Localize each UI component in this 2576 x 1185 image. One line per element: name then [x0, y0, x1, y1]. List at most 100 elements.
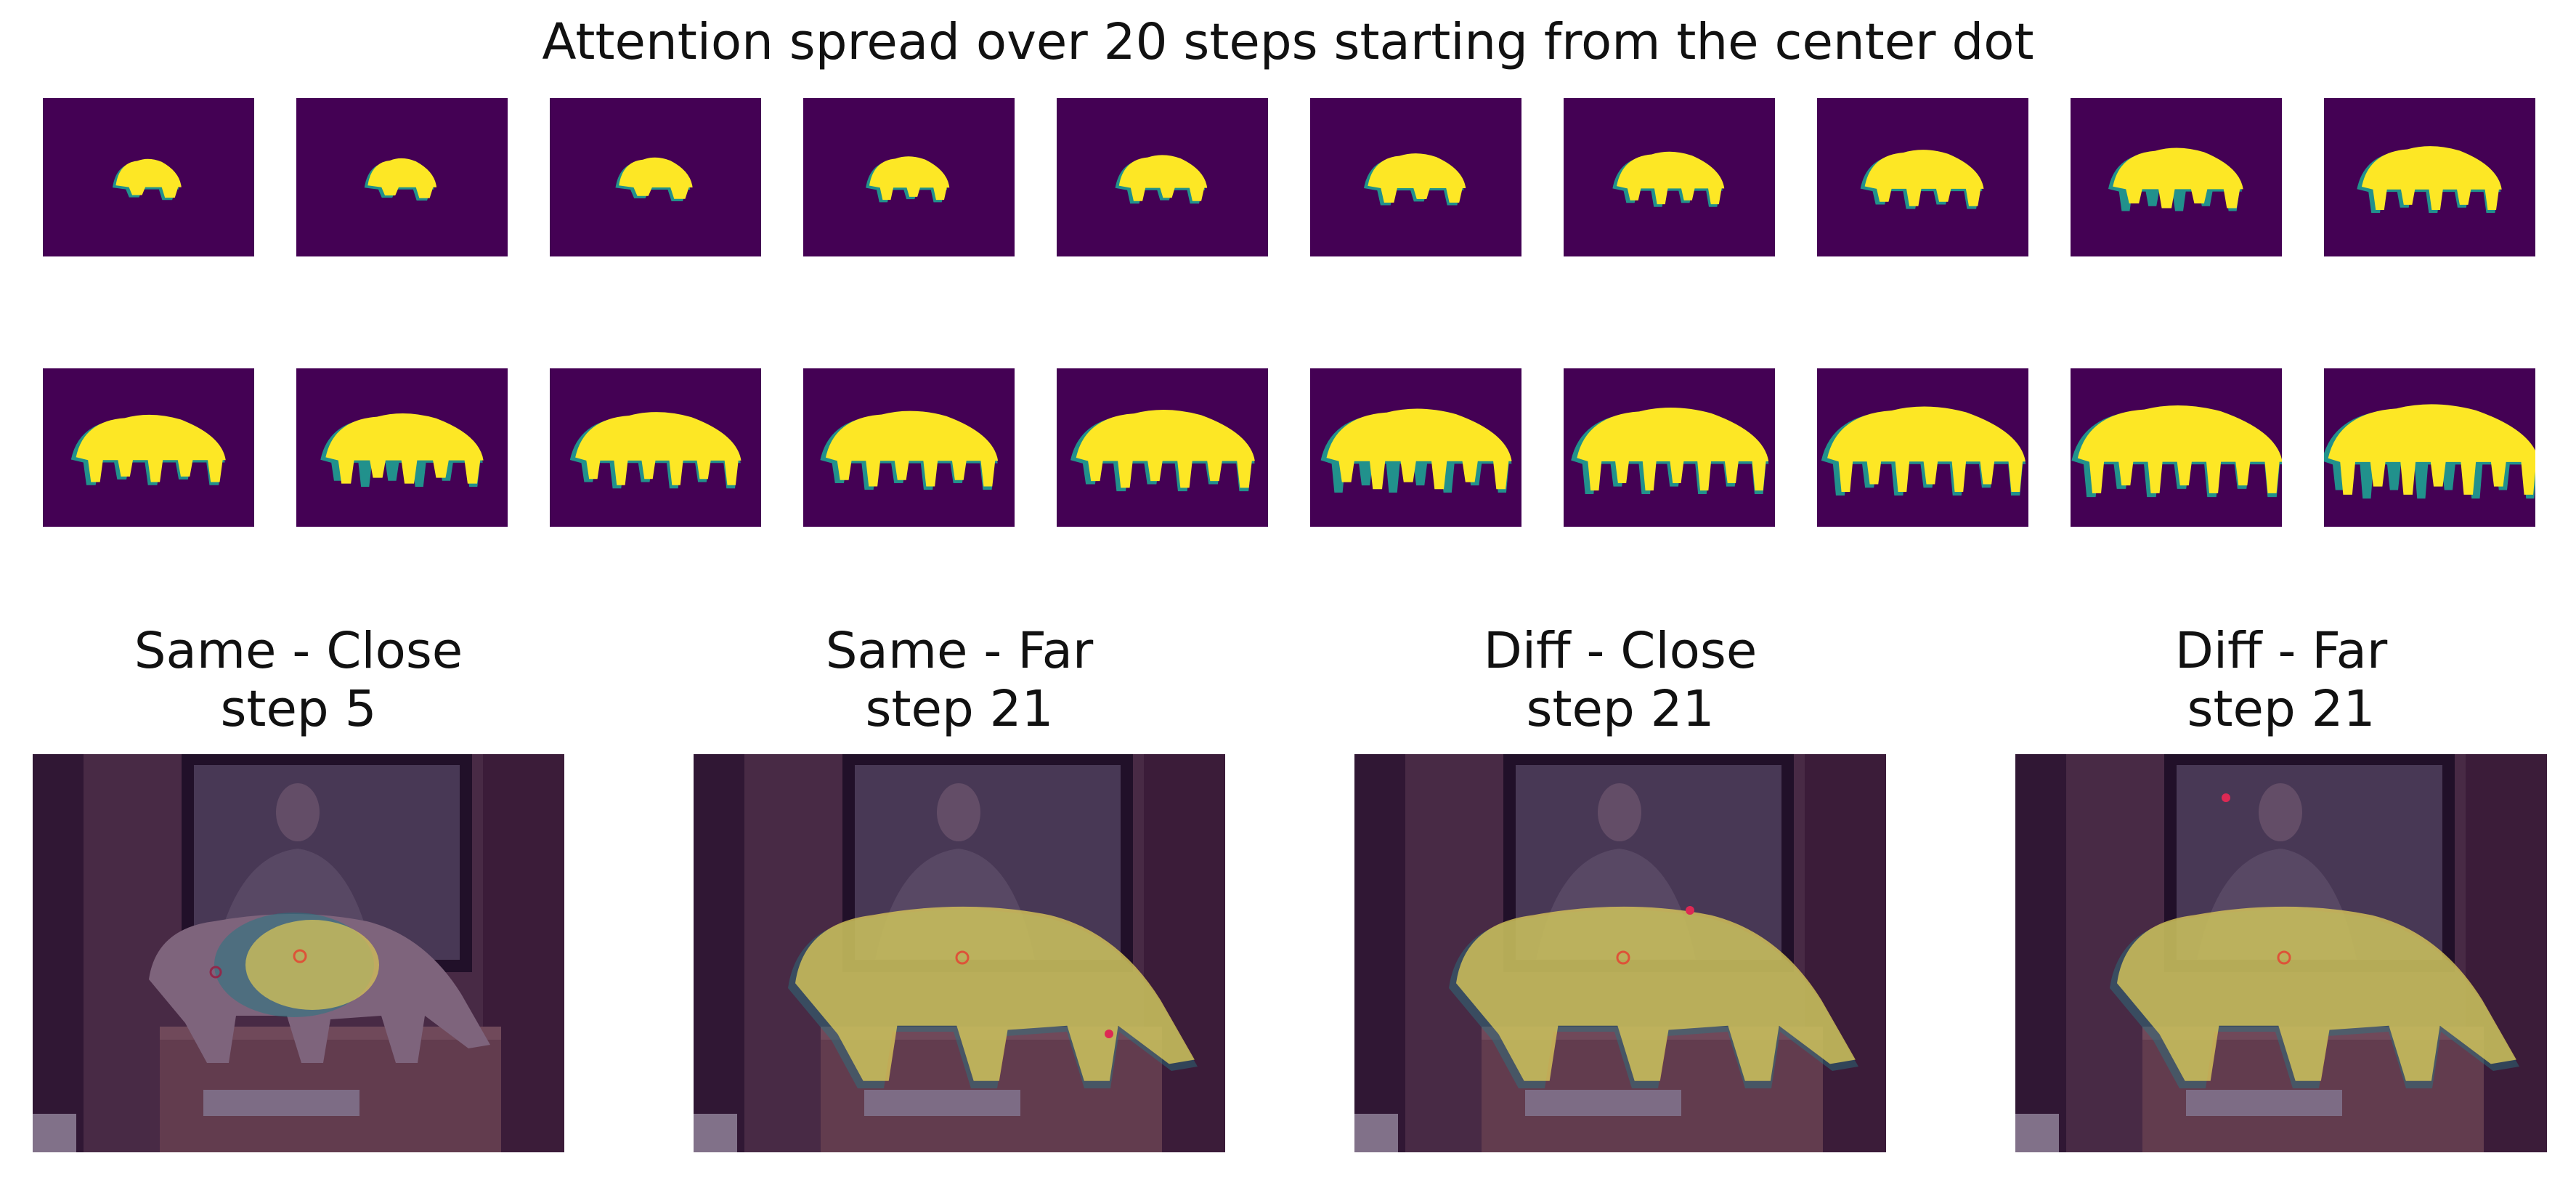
attention-overlay-photo — [2015, 754, 2547, 1152]
mug — [694, 1114, 737, 1152]
attention-mask-graphic — [2324, 98, 2535, 256]
target-point-marker — [1686, 906, 1694, 915]
photo-tint — [1354, 754, 1886, 1152]
attention-mask-graphic — [43, 98, 254, 256]
attention-mask-step-12 — [296, 368, 508, 527]
attention-mask-graphic — [550, 368, 761, 527]
attention-mask-step-19 — [2071, 368, 2282, 527]
photo-scene — [1354, 754, 1886, 1152]
attention-mask-step-6 — [1310, 98, 1521, 256]
query-point-marker — [293, 949, 307, 963]
attention-mask-step-17 — [1564, 368, 1775, 527]
panel-title: Diff - Close step 21 — [1483, 622, 1758, 738]
mask-active-region — [869, 156, 950, 201]
mask-active-region — [1864, 150, 1984, 206]
attention-mask-step-2 — [296, 98, 508, 256]
dvd-player — [864, 1090, 1020, 1116]
mask-active-region — [2361, 146, 2502, 210]
attention-overlay-photo — [694, 754, 1225, 1152]
attention-mask-step-8 — [1817, 98, 2028, 256]
photo-scene — [2015, 754, 2547, 1152]
attention-mask-step-11 — [43, 368, 254, 527]
attention-mask-step-1 — [43, 98, 254, 256]
mask-active-region — [1326, 408, 1512, 490]
mask-active-region — [115, 158, 182, 198]
mask-active-region — [76, 414, 226, 482]
attention-mask-graphic — [803, 98, 1015, 256]
mug — [1354, 1114, 1398, 1152]
mug — [33, 1114, 76, 1152]
attention-mask-step-10 — [2324, 98, 2535, 256]
attention-region — [2117, 906, 2516, 1081]
curtain — [1354, 754, 1405, 1152]
mask-active-region — [367, 158, 437, 198]
attention-mask-graphic — [43, 368, 254, 527]
attention-mask-graphic — [803, 368, 1015, 527]
attention-mask-graphic — [1564, 98, 1775, 256]
attention-mask-graphic — [2324, 368, 2535, 527]
target-point-marker — [1105, 1030, 1113, 1038]
attention-mask-graphic — [1057, 98, 1268, 256]
figure-title: Attention spread over 20 steps starting … — [542, 13, 2034, 71]
attention-region — [795, 906, 1195, 1081]
photo-scene — [33, 754, 564, 1152]
curtain — [33, 754, 84, 1152]
secondary-point-marker — [209, 966, 222, 979]
person-head — [276, 783, 320, 841]
dvd-player — [1525, 1090, 1681, 1116]
mask-active-region — [1076, 410, 1255, 488]
attention-mask-graphic — [550, 98, 761, 256]
attention-overlay-photo — [33, 754, 564, 1152]
mask-active-region — [1577, 407, 1769, 491]
mask-active-region — [2328, 404, 2535, 495]
photo-tint — [2015, 754, 2547, 1152]
mask-active-region — [1118, 155, 1208, 201]
attention-mask-graphic — [1817, 368, 2028, 527]
mask-active-region — [325, 413, 484, 484]
attention-mask-graphic — [296, 368, 508, 527]
mask-active-region — [1827, 406, 2026, 492]
curtain — [694, 754, 744, 1152]
attention-region — [1456, 906, 1856, 1081]
attention-overlay-photo — [1354, 754, 1886, 1152]
dvd-player — [2186, 1090, 2342, 1116]
attention-mask-step-5 — [1057, 98, 1268, 256]
attention-mask-step-9 — [2071, 98, 2282, 256]
attention-mask-graphic — [1310, 98, 1521, 256]
mask-active-region — [825, 410, 999, 487]
attention-mask-step-7 — [1564, 98, 1775, 256]
attention-mask-graphic — [296, 98, 508, 256]
attention-mask-graphic — [1310, 368, 1521, 527]
target-point-marker — [2222, 793, 2230, 802]
attention-mask-graphic — [1564, 368, 1775, 527]
mug — [2015, 1114, 2059, 1152]
attention-mask-step-20 — [2324, 368, 2535, 527]
person-head — [937, 783, 980, 841]
attention-mask-step-13 — [550, 368, 761, 527]
mask-active-region — [619, 157, 693, 199]
panel-title: Same - Far step 21 — [825, 622, 1094, 738]
mask-active-region — [2077, 405, 2282, 493]
person-head — [2259, 783, 2302, 841]
photo-scene — [694, 754, 1225, 1152]
query-point-marker — [1616, 950, 1630, 965]
attention-mask-step-14 — [803, 368, 1015, 527]
person-head — [1598, 783, 1641, 841]
query-point-marker — [955, 950, 970, 965]
attention-mask-step-4 — [803, 98, 1015, 256]
panel-title: Same - Close step 5 — [134, 622, 463, 738]
attention-mask-step-18 — [1817, 368, 2028, 527]
dvd-player — [203, 1090, 359, 1116]
attention-mask-step-3 — [550, 98, 761, 256]
mask-active-region — [1617, 151, 1725, 205]
panel-title: Diff - Far step 21 — [2174, 622, 2388, 738]
mask-active-region — [2113, 147, 2243, 209]
attention-mask-graphic — [2071, 368, 2282, 527]
attention-region — [245, 920, 379, 1010]
attention-mask-graphic — [1817, 98, 2028, 256]
curtain — [2015, 754, 2066, 1152]
query-point-marker — [2277, 950, 2291, 965]
attention-mask-step-15 — [1057, 368, 1268, 527]
mask-active-region — [1368, 153, 1466, 203]
photo-tint — [694, 754, 1225, 1152]
